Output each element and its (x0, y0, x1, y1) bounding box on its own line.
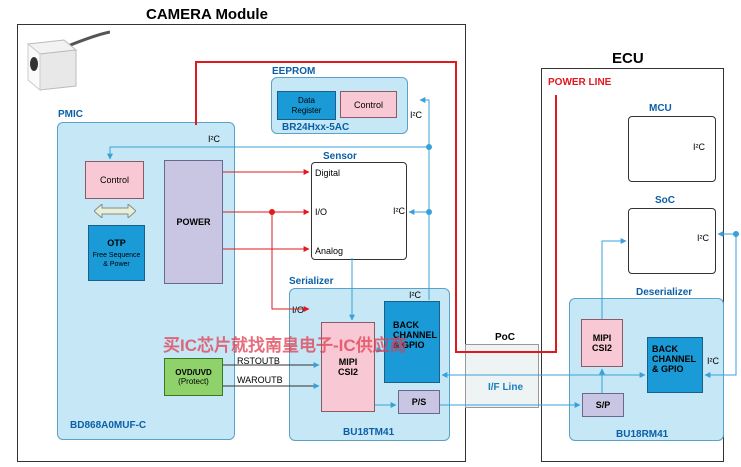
serializer-i2c: I²C (409, 290, 421, 300)
serializer-mipi-box: MIPI CSI2 (321, 322, 375, 412)
pmic-control-label: Control (99, 175, 129, 185)
deserializer-i2c: I²C (707, 356, 719, 366)
otp-desc: Free Sequence & Power (92, 251, 141, 268)
sensor-block (311, 162, 407, 260)
serializer-back-channel-label: BACK CHANNEL & GPIO (393, 320, 437, 350)
ovd-uvd-box: OVD/UVD (Protect) (164, 358, 223, 396)
deserializer-sp-box: S/P (582, 393, 624, 417)
deserializer-back-channel-box: BACK CHANNEL & GPIO (647, 337, 703, 393)
sensor-io: I/O (315, 207, 328, 217)
ovd-uvd-sub: (Protect) (178, 377, 209, 386)
soc-i2c: I²C (697, 233, 709, 243)
pmic-control-box: Control (85, 161, 144, 199)
data-register-label: Data Register (291, 95, 322, 115)
pmic-title: PMIC (58, 109, 83, 120)
sensor-digital: Digital (315, 168, 341, 178)
data-register-box: Data Register (277, 91, 336, 120)
poc-label: PoC (495, 332, 515, 343)
eeprom-part: BR24Hxx-5AC (282, 122, 350, 133)
eeprom-i2c: I²C (410, 110, 422, 120)
mcu-i2c: I²C (693, 142, 705, 152)
serializer-part: BU18TM41 (343, 427, 395, 438)
eeprom-control-box: Control (340, 91, 397, 118)
pmic-i2c: I²C (208, 134, 220, 144)
sensor-title: Sensor (323, 151, 357, 162)
deserializer-back-channel-label: BACK CHANNEL & GPIO (652, 344, 696, 374)
camera-module-title: CAMERA Module (146, 6, 268, 23)
otp-label: OTP (107, 237, 126, 248)
ovd-uvd-label: OVD/UVD (175, 368, 212, 377)
sensor-i2c: I²C (393, 206, 405, 216)
power-box: POWER (164, 160, 223, 284)
deserializer-part: BU18RM41 (616, 429, 669, 440)
eeprom-title: EEPROM (272, 66, 316, 77)
serializer-back-channel-box: BACK CHANNEL & GPIO (384, 301, 440, 383)
serializer-ps-box: P/S (398, 390, 440, 414)
otp-arrow-icon (94, 204, 136, 218)
serializer-ps-label: P/S (411, 397, 427, 407)
mcu-title: MCU (649, 103, 672, 114)
deserializer-mipi-label: MIPI CSI2 (591, 333, 612, 353)
deserializer-title: Deserializer (636, 287, 693, 298)
serializer-title: Serializer (289, 276, 334, 287)
rstoutb-label: RSTOUTB (237, 356, 280, 366)
camera-photo-icon (18, 24, 110, 94)
power-line-path (195, 61, 557, 353)
eeprom-control-label: Control (353, 99, 383, 110)
ecu-title: ECU (612, 50, 644, 67)
mcu-block (628, 116, 716, 182)
soc-block (628, 208, 716, 274)
waroutb-label: WAROUTB (237, 375, 283, 385)
serializer-io: I/O (292, 305, 305, 315)
soc-title: SoC (655, 195, 675, 206)
sensor-analog: Analog (315, 246, 344, 256)
if-line-label: I/F Line (488, 382, 523, 393)
deserializer-mipi-box: MIPI CSI2 (581, 319, 623, 367)
power-label: POWER (176, 217, 211, 227)
serializer-mipi-label: MIPI CSI2 (337, 357, 358, 377)
power-line-label: POWER LINE (548, 77, 612, 88)
otp-box: OTP Free Sequence & Power (88, 225, 145, 281)
pmic-part: BD868A0MUF-C (70, 420, 147, 431)
deserializer-sp-label: S/P (595, 400, 611, 410)
watermark-text: 买IC芯片就找南皇电子-IC供应商 (163, 336, 407, 355)
